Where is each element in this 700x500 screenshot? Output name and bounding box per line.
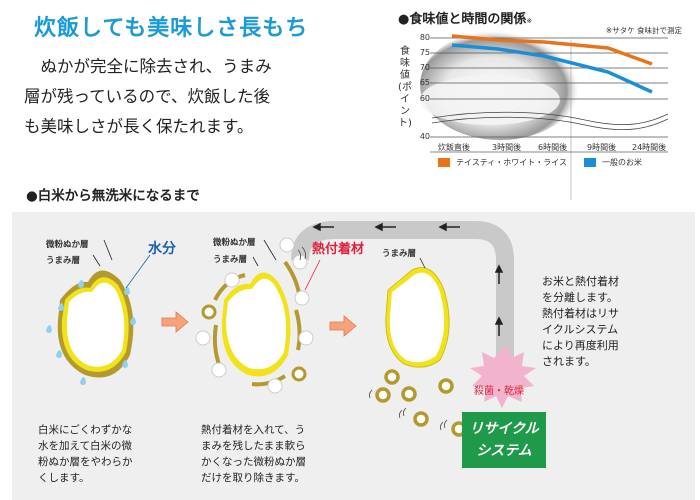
step2-label-material: 熱付着材	[312, 242, 365, 257]
step1-label-water: 水分	[148, 241, 176, 257]
step2-label-umami: うまみ層	[213, 255, 248, 265]
desc-line: くします。	[38, 472, 90, 484]
legend-item-tasty: テイスティ・ホワイト・ライス	[438, 157, 567, 168]
ytick: 80	[419, 33, 430, 42]
desc-line: だけを取り除きます。	[201, 472, 305, 484]
chart-note: ※サタケ 食味計で測定	[605, 26, 682, 35]
legend-label: テイスティ・ホワイト・ライス	[456, 158, 568, 167]
series-ordinary-rice	[451, 43, 653, 94]
recycle-label-line: リサイクル	[469, 421, 539, 437]
chart-heading-text: ●食味値と時間の関係	[398, 12, 527, 27]
line-chart	[420, 30, 669, 200]
axis-break	[431, 111, 669, 126]
process-heading: ●白米から無洗米になるまで	[26, 188, 200, 204]
ytick: 70	[419, 63, 430, 72]
water-drop-icon	[46, 280, 136, 385]
sterilize-burst	[470, 345, 536, 408]
desc-line: 白米にごくわずかな	[38, 424, 133, 436]
ytick: 40	[419, 132, 430, 141]
intro-line: ぬかが完全に除去され、うまみ	[24, 57, 272, 76]
chart-heading-mark: ※	[526, 17, 533, 25]
desc-line: 粉ぬか層をやわらか	[38, 456, 133, 468]
legend-label: 一般のお米	[602, 158, 642, 167]
step1-grain	[46, 239, 151, 385]
chart-heading: ●食味値と時間の関係※	[398, 8, 532, 27]
sterilize-label: 殺菌・乾燥	[474, 386, 524, 397]
recycle-system-box: リサイクル システム	[462, 412, 546, 468]
step2-grain	[195, 237, 321, 394]
desc-line: かくなった微粉ぬか層	[201, 456, 306, 468]
step1-label-bran: 微粉ぬか層	[46, 240, 89, 250]
legend-swatch-blue	[584, 158, 596, 167]
xtick: 3時間後	[492, 143, 522, 152]
step3-grain	[385, 257, 450, 368]
ytick: 60	[419, 94, 430, 103]
desc-line: 水を加えて白米の微	[38, 440, 132, 452]
ytick: 75	[419, 48, 430, 57]
desc-line: を分離します。	[542, 291, 618, 304]
xtick: 炊飯直後	[438, 143, 470, 152]
arrow-right-icon	[329, 315, 357, 337]
intro-text: ぬかが完全に除去され、うまみ 層が残っているので、炊飯した後 も美味しさが長く保…	[24, 52, 384, 142]
recycle-label-line: システム	[476, 443, 532, 459]
xtick: 9時間後	[587, 143, 617, 152]
bran-particles	[375, 369, 467, 437]
step2-description: 熱付着材を入れて、う まみを残したまま軟ら かくなった微粉ぬか層 だけを取り除き…	[201, 422, 306, 486]
desc-line: されます。	[542, 355, 596, 368]
step3-label-umami: うまみ層	[382, 249, 417, 259]
pipe-arrows	[312, 222, 504, 336]
desc-line: お米と熱付着材	[542, 275, 619, 288]
step2-label-bran: 微粉ぬか層	[213, 238, 256, 248]
ytick: 65	[419, 78, 430, 87]
desc-line: により再度利用	[542, 339, 619, 352]
desc-line: 熱付着材を入れて、う	[201, 424, 306, 436]
heat-material-particle	[195, 237, 314, 394]
step4-description: お米と熱付着材 を分離します。 熱付着材はリサ イクルシステム により再度利用 …	[542, 274, 619, 370]
arrow-right-icon	[161, 311, 189, 333]
desc-line: イクルシステム	[542, 323, 619, 336]
step1-label-umami: うまみ層	[46, 256, 81, 266]
desc-line: まみを残したまま軟ら	[201, 440, 306, 452]
xtick: 24時間後	[632, 143, 667, 152]
xtick: 6時間後	[538, 143, 568, 152]
intro-line: も美味しさが長く保たれます。	[24, 117, 254, 136]
legend-swatch-orange	[438, 158, 450, 167]
legend-item-ordinary: 一般のお米	[584, 157, 642, 168]
step1-description: 白米にごくわずかな 水を加えて白米の微 粉ぬか層をやわらか くします。	[38, 422, 133, 486]
desc-line: 熱付着材はリサ	[542, 307, 619, 320]
chart-ylabel: 食味値(ポイント)	[398, 46, 412, 129]
series-tasty-white-rice	[451, 34, 653, 66]
page-title: 炊飯しても美味しさ長もち	[34, 16, 309, 41]
recycle-pipe	[291, 221, 514, 370]
intro-line: 層が残っているので、炊飯した後	[24, 87, 271, 106]
process-diagram	[46, 221, 536, 437]
